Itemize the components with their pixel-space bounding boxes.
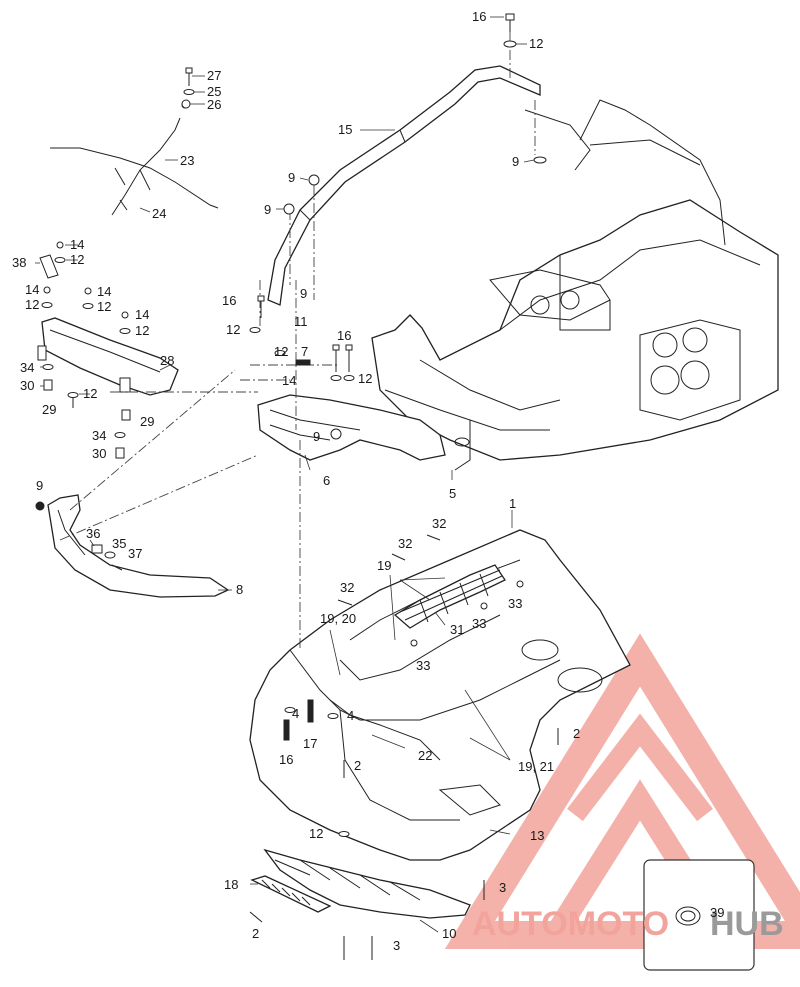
callout-16: 16 [472, 9, 486, 24]
lower-panel-10 [263, 848, 471, 919]
watermark-text-primary: AUTOMOTO [472, 905, 669, 943]
callout-16: 16 [222, 293, 236, 308]
callout-32: 32 [432, 516, 446, 531]
chassis-frame [371, 99, 779, 471]
callout-12: 12 [274, 344, 288, 359]
callout-labels: 27 25 26 23 24 16 12 15 9 9 9 9 14 12 38… [12, 9, 724, 953]
callout-26: 26 [207, 97, 221, 112]
callout-33: 33 [472, 616, 486, 631]
callout-38: 38 [12, 255, 26, 270]
callout-14: 14 [135, 307, 149, 322]
callout-5: 5 [449, 486, 456, 501]
callout-15: 15 [338, 122, 352, 137]
assembly-lines [59, 32, 536, 650]
callout-10: 10 [442, 926, 456, 941]
callout-9: 9 [512, 154, 519, 169]
callout-30: 30 [92, 446, 106, 461]
callout-9: 9 [288, 170, 295, 185]
callout-12: 12 [226, 322, 240, 337]
callout-12: 12 [83, 386, 97, 401]
callout-9: 9 [36, 478, 43, 493]
front-trim-8 [47, 494, 230, 598]
callout-34: 34 [20, 360, 34, 375]
handle-bar-15 [267, 65, 541, 306]
callout-17: 17 [303, 736, 317, 751]
callout-32: 32 [398, 536, 412, 551]
callout-24: 24 [152, 206, 166, 221]
callout-9: 9 [313, 429, 320, 444]
callout-14: 14 [97, 284, 111, 299]
callout-4: 4 [347, 708, 354, 723]
callout-12: 12 [135, 323, 149, 338]
callout-30: 30 [20, 378, 34, 393]
callout-27: 27 [207, 68, 221, 83]
inset-box-39 [643, 859, 755, 971]
grommet-39 [675, 906, 701, 926]
callout-12: 12 [25, 297, 39, 312]
callout-2: 2 [354, 758, 361, 773]
callout-12: 12 [70, 252, 84, 267]
leader-lines [35, 16, 701, 933]
watermark-text-secondary: HUB [710, 905, 784, 943]
callout-6: 6 [323, 473, 330, 488]
callout-33: 33 [508, 596, 522, 611]
hood-13 [249, 529, 631, 861]
callout-2: 2 [252, 926, 259, 941]
callout-29: 29 [140, 414, 154, 429]
callout-7: 7 [301, 344, 308, 359]
callout-3: 3 [393, 938, 400, 953]
callout-12: 12 [529, 36, 543, 51]
callout-12: 12 [309, 826, 323, 841]
callout-19-20: 19, 20 [320, 611, 356, 626]
callout-14: 14 [282, 373, 296, 388]
callout-25: 25 [207, 84, 221, 99]
callout-16: 16 [337, 328, 351, 343]
callout-14: 14 [25, 282, 39, 297]
callout-11: 11 [294, 314, 308, 329]
callout-39: 39 [710, 905, 724, 920]
hardware [35, 13, 559, 960]
callout-3: 3 [499, 880, 506, 895]
callout-16: 16 [279, 752, 293, 767]
callout-34: 34 [92, 428, 106, 443]
callout-13: 13 [530, 828, 544, 843]
callout-9: 9 [300, 286, 307, 301]
callout-33: 33 [416, 658, 430, 673]
callout-8: 8 [236, 582, 243, 597]
callout-36: 36 [86, 526, 100, 541]
callout-19: 19 [377, 558, 391, 573]
front-bar-28 [37, 317, 179, 396]
callout-23: 23 [180, 153, 194, 168]
callout-9: 9 [264, 202, 271, 217]
callout-31: 31 [450, 622, 464, 637]
callout-22: 22 [418, 748, 432, 763]
callout-4: 4 [292, 706, 299, 721]
callout-28: 28 [160, 353, 174, 368]
callout-29: 29 [42, 402, 56, 417]
callout-2: 2 [573, 726, 580, 741]
callout-35: 35 [112, 536, 126, 551]
front-bumper-6 [257, 394, 446, 461]
callout-1: 1 [509, 496, 516, 511]
callout-14: 14 [70, 237, 84, 252]
callout-12: 12 [358, 371, 372, 386]
grille-18 [250, 875, 332, 913]
callout-32: 32 [340, 580, 354, 595]
callout-18: 18 [224, 877, 238, 892]
callout-19-21: 19, 21 [518, 759, 554, 774]
callout-12: 12 [97, 299, 111, 314]
callout-37: 37 [128, 546, 142, 561]
